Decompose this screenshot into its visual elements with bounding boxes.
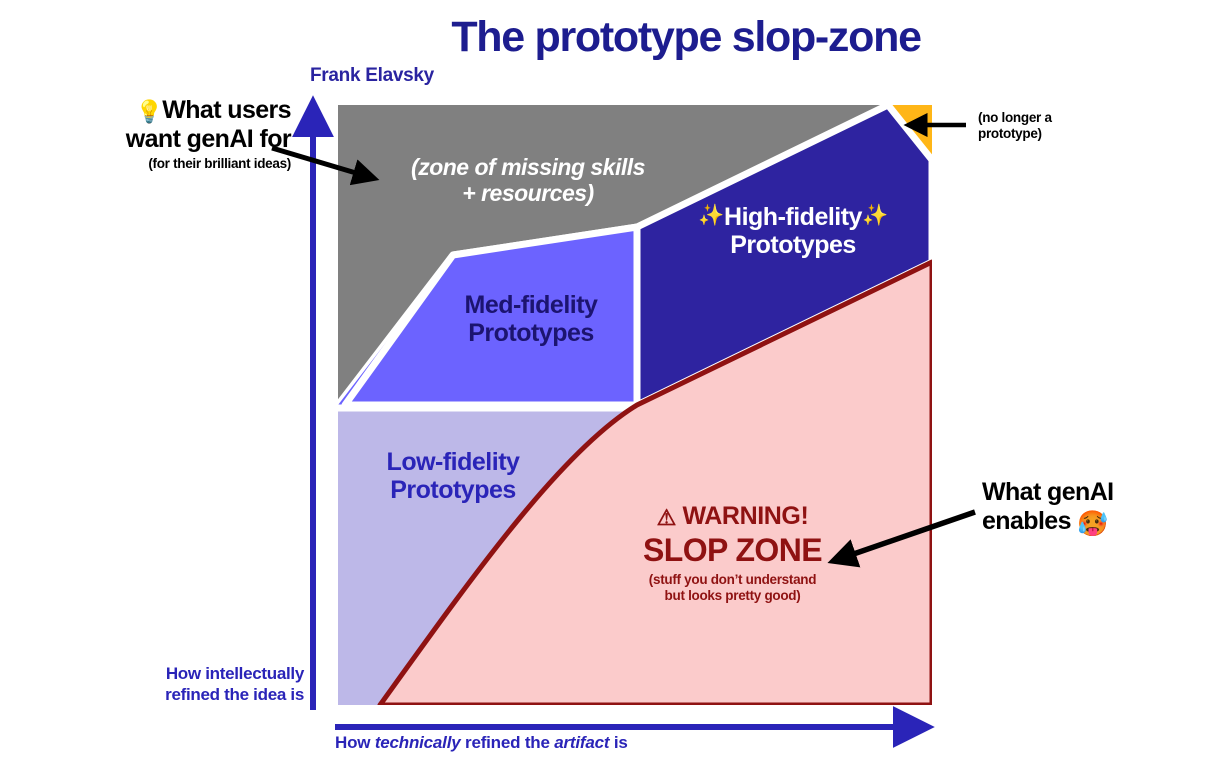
slop-zone-sub-line1: (stuff you don’t understand bbox=[648, 571, 817, 587]
x-axis-label-em-technically: technically bbox=[374, 733, 461, 752]
annotation-no-longer-prototype-line2: prototype) bbox=[978, 126, 1042, 142]
region-label-missing-skills: (zone of missing skills + resources) bbox=[368, 154, 688, 207]
slop-zone-sub-line2: but looks pretty good) bbox=[664, 587, 801, 603]
y-axis-label: How intellectually refined the idea is bbox=[96, 663, 304, 706]
x-axis-label-pre: How bbox=[335, 733, 375, 752]
region-label-high-fidelity-line1: ✨High-fidelity✨ bbox=[698, 203, 888, 231]
region-label-med-fidelity-line2: Prototypes bbox=[468, 319, 594, 347]
lightbulb-icon: 💡 bbox=[135, 99, 163, 124]
title-block: The prototype slop-zone Frank Elavsky bbox=[306, 16, 1066, 87]
y-axis-label-line1: How intellectually bbox=[165, 664, 304, 683]
annotation-users-want-sub: (for their brilliant ideas) bbox=[148, 156, 291, 171]
region-label-low-fidelity: Low-fidelity Prototypes bbox=[343, 448, 563, 504]
slop-zone-warning-block: ⚠ WARNING! SLOP ZONE (stuff you don’t un… bbox=[600, 502, 865, 604]
annotation-genai-enables-line1: What genAI bbox=[982, 478, 1114, 506]
annotation-users-want-line2: want genAI for bbox=[125, 124, 292, 153]
region-label-high-fidelity: ✨High-fidelity✨ Prototypes bbox=[648, 203, 938, 259]
slop-zone-sub: (stuff you don’t understand but looks pr… bbox=[600, 572, 865, 604]
x-axis-label-em-artifact: artifact bbox=[554, 733, 610, 752]
author-name: Frank Elavsky bbox=[310, 65, 434, 86]
warning-line: ⚠ WARNING! bbox=[656, 502, 809, 530]
sparkles-icon-left: ✨ bbox=[698, 204, 725, 227]
region-label-low-fidelity-line2: Prototypes bbox=[390, 476, 516, 504]
region-label-missing-skills-line1: (zone of missing skills bbox=[411, 154, 645, 180]
annotation-users-want-line1: 💡What users bbox=[135, 96, 291, 124]
x-axis-label-post: is bbox=[609, 733, 628, 752]
x-axis-label: How technically refined the artifact is bbox=[335, 733, 628, 753]
region-label-missing-skills-line2: + resources) bbox=[462, 179, 594, 206]
x-axis-label-mid: refined the bbox=[460, 733, 555, 752]
slop-zone-label: SLOP ZONE bbox=[643, 531, 823, 568]
annotation-no-longer-prototype: (no longer a prototype) bbox=[978, 110, 1188, 142]
region-slop-zone bbox=[377, 259, 932, 705]
region-label-low-fidelity-line1: Low-fidelity bbox=[386, 448, 520, 476]
region-label-med-fidelity: Med-fidelity Prototypes bbox=[426, 291, 636, 347]
page-title: The prototype slop-zone bbox=[451, 13, 922, 61]
sparkles-icon-right: ✨ bbox=[861, 204, 888, 227]
leader-arrow-users-want bbox=[271, 145, 380, 186]
annotation-users-want: 💡What users want genAI for (for their br… bbox=[36, 96, 292, 172]
annotation-genai-enables: What genAI enables 🥵 bbox=[982, 478, 1212, 539]
melting-face-icon: 🥵 bbox=[1077, 510, 1108, 538]
leader-arrow-genai-enables bbox=[827, 509, 976, 568]
region-label-high-fidelity-line2: Prototypes bbox=[730, 231, 856, 259]
warning-triangle-icon: ⚠ bbox=[656, 505, 677, 530]
region-label-med-fidelity-line1: Med-fidelity bbox=[464, 291, 598, 319]
annotation-genai-enables-line2: enables 🥵 bbox=[982, 507, 1108, 538]
annotation-no-longer-prototype-line1: (no longer a bbox=[978, 110, 1052, 125]
y-axis-label-line2: refined the idea is bbox=[165, 685, 304, 705]
